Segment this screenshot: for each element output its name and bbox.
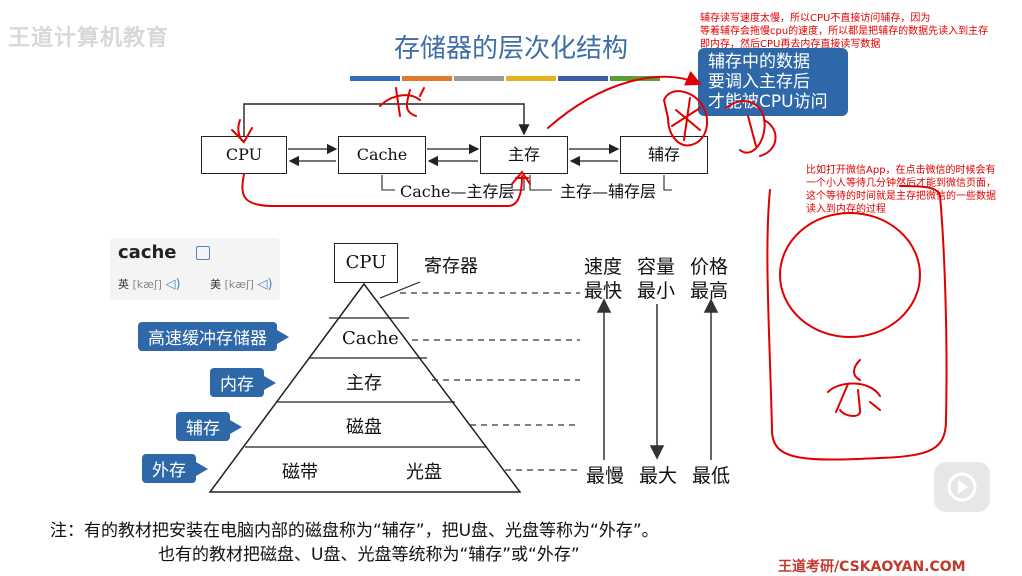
callout-line-1: 辅存中的数据 [708,52,810,72]
speed-top: 速度 最快 [584,255,622,303]
flow-cache-box: Cache [338,136,426,174]
pyramid-cache-label: Cache [342,328,399,349]
title-bar-segment-6 [610,76,660,81]
callout-line-2: 要调入主存后 [708,72,810,92]
side-label-internal-memory: 内存 [210,368,276,397]
footnote-line-2: 也有的教材把磁盘、U盘、光盘等统称为“辅存”或“外存” [158,545,580,565]
side-label-external-storage: 外存 [142,454,208,483]
callout-box: 辅存中的数据 要调入主存后 才能被CPU访问 [698,48,848,116]
dictionary-word: cache [118,242,177,263]
main-aux-layer-label: 主存—辅存层 [560,182,657,201]
title-bar-segment-1 [350,76,400,81]
dictionary-us: 美 [kæʃ] ◁) [210,276,273,292]
price-heading: 价格 [690,256,729,278]
red-note-right-line-2: 一个小人等待几分钟然后才能到微信页面， [806,178,996,189]
pyramid-tape-label: 磁带 [282,462,318,483]
us-label: 美 [210,278,221,291]
title-bar-segment-3 [454,76,504,81]
us-ipa: [kæʃ] [224,278,254,291]
cache-main-layer-label: Cache—主存层 [400,182,515,201]
callout-line-3: 才能被CPU访问 [708,92,828,112]
side-label-cache-memory: 高速缓冲存储器 [138,322,289,351]
side-label-aux-storage: 辅存 [176,412,242,441]
bookmark-icon[interactable] [196,246,210,260]
red-note-right: 比如打开微信App，在点击微信的时候会有 一个小人等待几分钟然后才能到微信页面，… [806,164,1020,216]
red-note-top-line-3: 即内存，然后CPU再去内存直接读写数据 [700,39,881,50]
dictionary-uk: 英 [kæʃ] ◁) [118,276,181,292]
price-lowest: 最低 [692,465,731,487]
flow-aux-storage-box: 辅存 [620,136,708,174]
pyramid-main-label: 主存 [346,373,382,394]
capacity-heading: 容量 [637,256,676,278]
speed-slowest: 最慢 [586,465,625,487]
red-note-top-line-2: 等着辅存会拖慢cpu的速度，所以都是把辅存的数据先读入到主存 [700,26,989,37]
pyramid-outline [208,282,522,493]
speed-fastest: 最快 [584,280,623,302]
flow-main-memory-box: 主存 [480,136,568,174]
dictionary-popup: cache 英 [kæʃ] ◁) 美 [kæʃ] ◁) [110,238,280,300]
red-note-right-line-4: 读入到内存的过程 [806,204,886,215]
credit-label: 王道考研/CSKAOYAN.COM [778,559,966,575]
red-note-top-line-1: 辅存读写速度太慢，所以CPU不直接访问辅存，因为 [700,13,931,24]
register-label: 寄存器 [424,256,478,277]
uk-ipa: [kæʃ] [132,278,162,291]
play-button[interactable] [934,462,990,512]
capacity-largest: 最大 [639,465,678,487]
title-bar-segment-4 [506,76,556,81]
pyramid-optical-label: 光盘 [406,462,442,483]
footnote-line-1: 注：有的教材把安装在电脑内部的磁盘称为“辅存”，把U盘、光盘等称为“外存”。 [50,521,659,541]
capacity-top: 容量 最小 [637,255,675,303]
title-bar-segment-5 [558,76,608,81]
slide-title: 存储器的层次化结构 [393,34,628,64]
capacity-smallest: 最小 [637,280,676,302]
price-top: 价格 最高 [690,255,728,303]
speaker-us-icon[interactable]: ◁) [257,277,273,292]
pyramid-cpu-box: CPU [334,243,398,283]
uk-label: 英 [118,278,129,291]
pyramid-diagram [208,281,719,493]
pyramid-disk-label: 磁盘 [346,417,382,438]
price-highest: 最高 [690,280,729,302]
channel-watermark: 王道计算机教育 [8,26,170,51]
red-note-right-line-3: 这个等待的时间就是主存把微信的一些数据 [806,191,996,202]
title-bar-segment-2 [402,76,452,81]
speaker-uk-icon[interactable]: ◁) [165,277,181,292]
red-note-top: 辅存读写速度太慢，所以CPU不直接访问辅存，因为 等着辅存会拖慢cpu的速度，所… [700,12,1020,51]
red-note-right-line-1: 比如打开微信App，在点击微信的时候会有 [806,165,996,176]
speed-heading: 速度 [584,256,623,278]
play-icon [947,472,977,502]
flow-diagram-lines [231,70,948,461]
